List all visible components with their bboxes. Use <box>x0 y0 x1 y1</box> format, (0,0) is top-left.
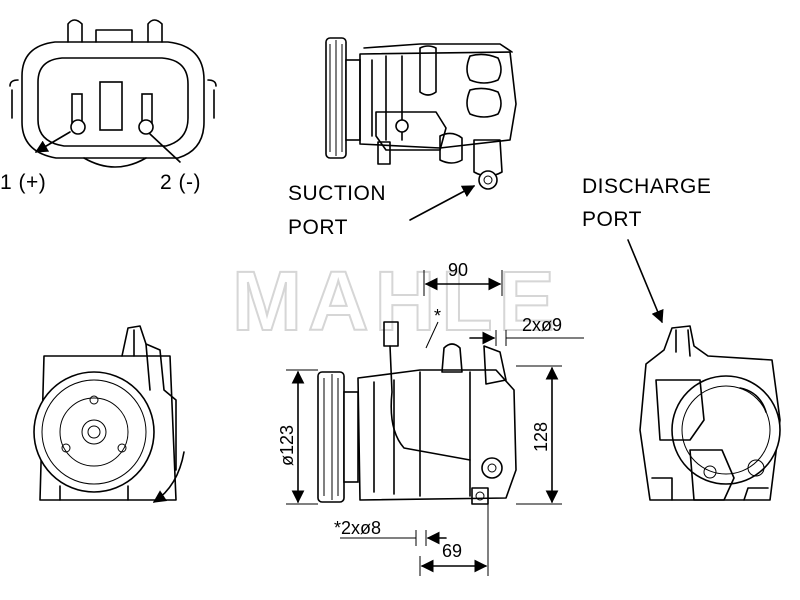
suction-port-label-line2: PORT <box>288 216 348 239</box>
discharge-port-label-line2: PORT <box>582 208 642 231</box>
dim-star: * <box>434 306 441 326</box>
pin-1-label: 1 (+) <box>0 171 46 194</box>
pin-2-label: 2 (-) <box>160 171 201 194</box>
mahle-watermark: MAHLE <box>232 254 561 348</box>
dim-height: 128 <box>531 422 551 452</box>
compressor-rear-view <box>639 325 781 501</box>
compressor-front-view <box>33 325 185 503</box>
pin-2-icon <box>138 119 154 135</box>
dim-bottom-holes: *2xø8 <box>334 518 381 538</box>
dim-diameter: ø123 <box>277 425 297 466</box>
pin-1-icon <box>70 119 86 135</box>
connector-view <box>9 19 217 168</box>
compressor-side-view <box>317 321 517 505</box>
compressor-top-view <box>325 37 517 221</box>
dimension-lines <box>286 270 584 576</box>
dim-top-width: 90 <box>448 260 468 280</box>
dim-top-holes: 2xø9 <box>522 315 562 335</box>
suction-port-label-line1: SUCTION <box>288 182 386 205</box>
discharge-port-label-line1: DISCHARGE <box>582 175 711 198</box>
dim-bottom-width: 69 <box>442 541 462 561</box>
